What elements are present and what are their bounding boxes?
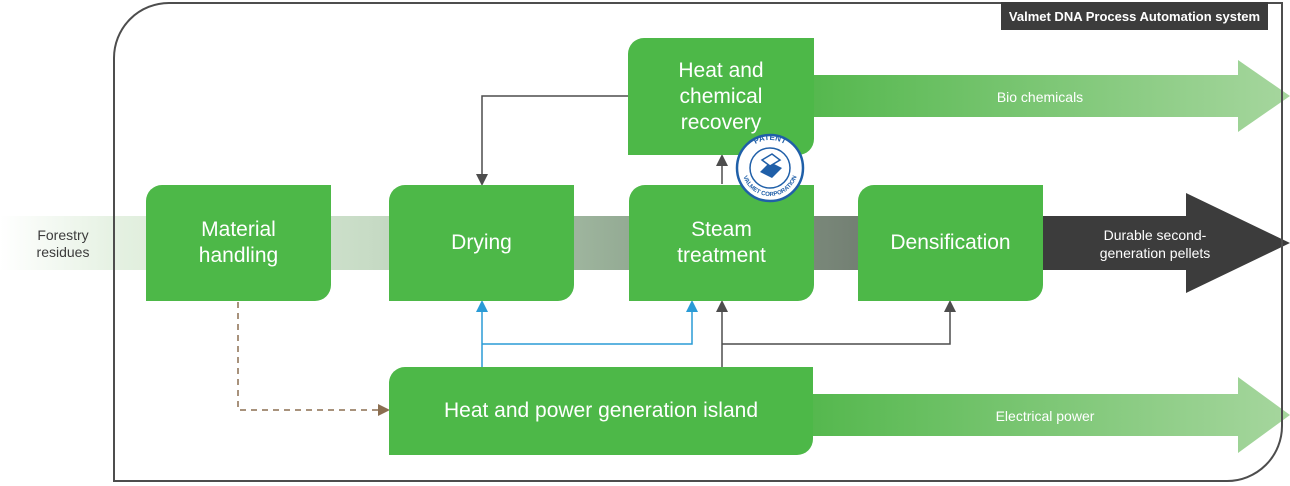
automation-system-frame [113,2,1283,482]
input-label-text: Forestry residues [36,227,90,260]
steam-treatment-label: Steam treatment [677,218,766,267]
densification-box: Densification [858,185,1043,301]
densification-label: Densification [890,231,1011,254]
bio-chemicals-arrow [812,60,1290,132]
system-badge: Valmet DNA Process Automation system [1001,2,1268,30]
material-handling-box: Material handling [146,185,331,301]
material-to-island-dashed-line [237,302,390,416]
drying-label: Drying [451,231,512,254]
heat-chemical-recovery-box: Heat and chemical recovery [628,38,814,155]
electrical-power-arrow [812,377,1290,453]
bio-chemicals-label: Bio chemicals [996,89,1084,105]
heat-chemical-recovery-label: Heat and chemical recovery [678,58,764,134]
island-to-steam-line [482,300,698,345]
recovery-to-drying-line [476,95,628,186]
heat-power-island-label: Heat and power generation island [443,399,759,422]
electrical-power-label: Electrical power [995,408,1095,424]
input-label: Forestry residues [20,227,106,261]
island-to-densification-line [722,300,956,345]
material-handling-label: Material handling [198,218,279,267]
steam-treatment-box: Steam treatment [629,185,814,301]
pellets-arrow [1040,193,1290,293]
pellets-label: Durable second- generation pellets [1099,227,1211,261]
drying-box: Drying [389,185,574,301]
heat-power-island-box: Heat and power generation island [389,367,813,455]
